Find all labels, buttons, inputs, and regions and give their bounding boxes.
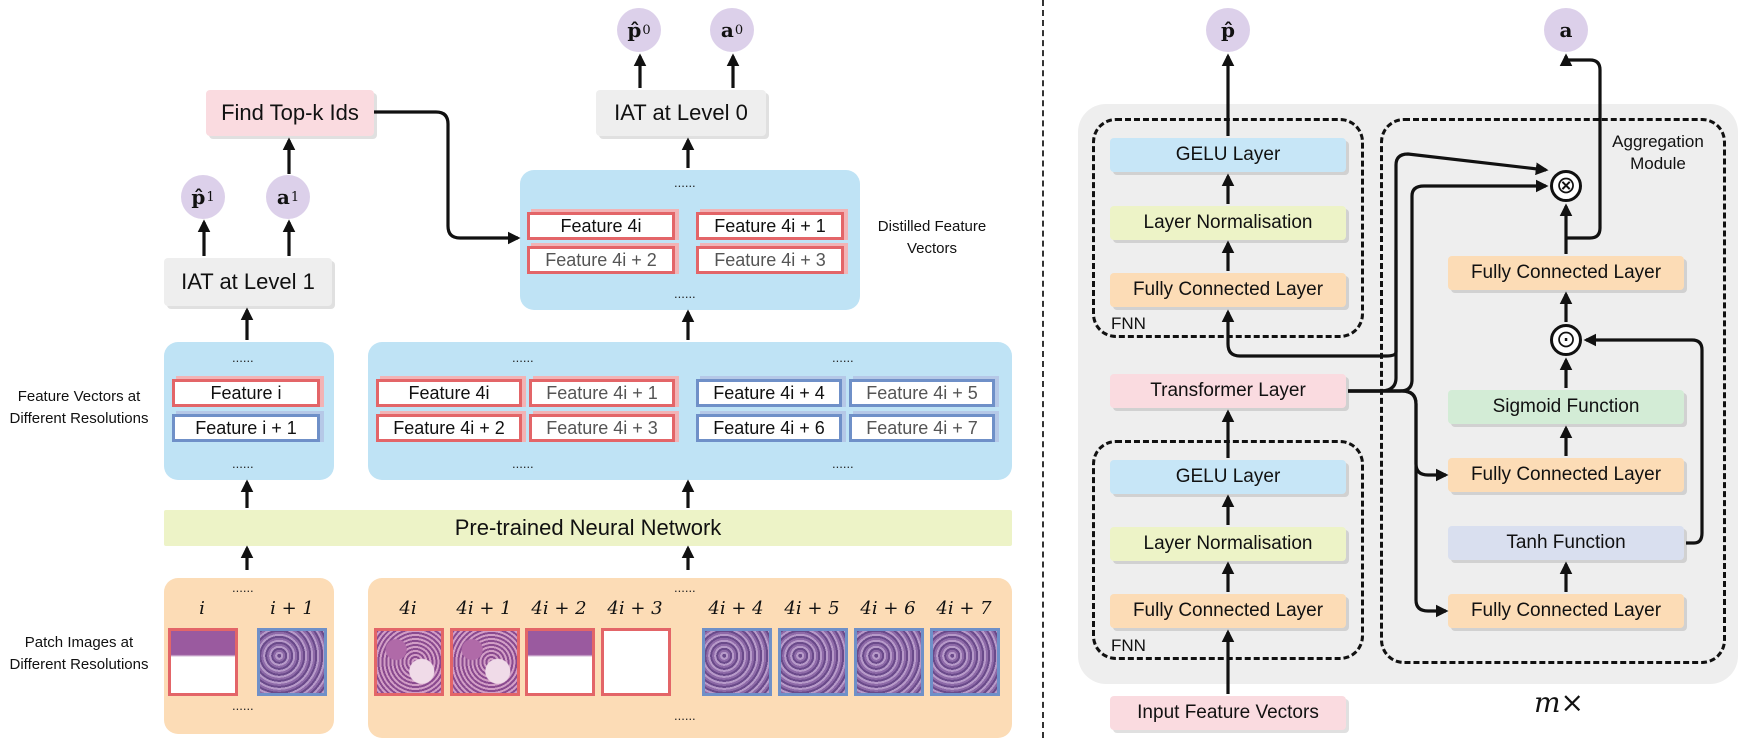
patch-image: [450, 628, 520, 696]
section-divider: [1042, 0, 1044, 738]
dots: ......: [232, 698, 254, 713]
patch-image: [778, 628, 848, 696]
odot-operator: ⊙: [1550, 324, 1582, 356]
repeat-label: m×: [1534, 686, 1585, 719]
arrow: [1221, 250, 1398, 358]
p-hat-output: p̂: [1206, 8, 1250, 52]
level1-features-region: [164, 342, 334, 480]
level0-feature: Feature 4i + 4: [696, 379, 842, 407]
layer-norm-bottom: Layer Normalisation: [1110, 527, 1346, 561]
patch-image: [257, 628, 327, 696]
transformer-layer: Transformer Layer: [1110, 374, 1346, 408]
dots: ......: [674, 175, 696, 190]
aggregation-module-label: Aggregation Module: [1612, 132, 1704, 173]
otimes-operator: ⊗: [1550, 170, 1582, 202]
input-feature-vectors: Input Feature Vectors: [1110, 696, 1346, 730]
find-topk-box: Find Top-k Ids: [206, 90, 374, 136]
patch-label: 4i + 3: [607, 598, 663, 619]
fnn-tag-top: FNN: [1111, 314, 1146, 333]
dots: ......: [232, 580, 254, 595]
patch-label: 4i + 7: [936, 598, 992, 619]
level0-feature: Feature 4i + 6: [696, 414, 842, 442]
agg-fc-layer-top: Fully Connected Layer: [1448, 256, 1684, 290]
p1-output: p̂1: [181, 175, 225, 219]
gelu-layer-bottom: GELU Layer: [1110, 460, 1346, 494]
dots: ......: [232, 350, 254, 365]
agg-fc-layer-mid: Fully Connected Layer: [1448, 458, 1684, 492]
fc-layer-top: Fully Connected Layer: [1110, 273, 1346, 307]
a-output: a: [1544, 8, 1588, 52]
dots: ......: [674, 286, 696, 301]
arrow: [1583, 333, 1704, 545]
distilled-feature: Feature 4i + 2: [527, 246, 675, 274]
patch-label: 4i + 1: [456, 598, 512, 619]
iat-level0-box: IAT at Level 0: [596, 90, 766, 136]
dots: ......: [832, 350, 854, 365]
patch-image: [601, 628, 671, 696]
patch-label: 4i + 5: [784, 598, 840, 619]
pretrained-network-bar: Pre-trained Neural Network: [164, 510, 1012, 546]
patch-label: i: [199, 598, 205, 619]
patch-label: i + 1: [270, 598, 314, 619]
patch-label: 4i + 6: [860, 598, 916, 619]
pretrained-network-label: Pre-trained Neural Network: [454, 515, 722, 540]
distilled-feature: Feature 4i + 3: [696, 246, 844, 274]
arrow: [1348, 389, 1449, 618]
patch-image: [854, 628, 924, 696]
level0-feature: Feature 4i + 7: [849, 414, 995, 442]
patch-image: [168, 628, 238, 696]
patch-label: 4i + 4: [708, 598, 764, 619]
arrow: [1348, 389, 1449, 482]
distilled-feature: Feature 4i + 1: [696, 212, 844, 240]
patch-image: [930, 628, 1000, 696]
patch-images-label: Patch Images at Different Resolutions: [9, 634, 149, 673]
level0-feature: Feature 4i: [376, 379, 522, 407]
sigmoid-function: Sigmoid Function: [1448, 390, 1684, 424]
arrow: [1559, 53, 1602, 240]
feature-vectors-label: Feature Vectors at Different Resolutions: [9, 388, 149, 427]
arrow: [1348, 179, 1549, 393]
dots: ......: [512, 456, 534, 471]
level1-feature: Feature i + 1: [172, 414, 320, 442]
patch-image: [702, 628, 772, 696]
dots: ......: [674, 580, 696, 595]
level1-feature: Feature i: [172, 379, 320, 407]
p0-output: p̂0: [617, 8, 661, 52]
level0-features-region: [368, 342, 1012, 480]
distilled-features-region: [520, 170, 860, 310]
patch-label: 4i + 2: [531, 598, 587, 619]
fnn-tag-bottom: FNN: [1111, 636, 1146, 655]
fc-layer-bottom: Fully Connected Layer: [1110, 594, 1346, 628]
patch-image: [525, 628, 595, 696]
gelu-layer-top: GELU Layer: [1110, 138, 1346, 172]
patch-image: [374, 628, 444, 696]
dots: ......: [674, 708, 696, 723]
patch-label: 4i: [399, 598, 417, 619]
arrow: [374, 110, 521, 245]
level0-feature: Feature 4i + 1: [529, 379, 675, 407]
layer-norm-top: Layer Normalisation: [1110, 206, 1346, 240]
distilled-feature: Feature 4i: [527, 212, 675, 240]
level0-feature: Feature 4i + 3: [529, 414, 675, 442]
level0-feature: Feature 4i + 2: [376, 414, 522, 442]
tanh-function: Tanh Function: [1448, 526, 1684, 560]
agg-fc-layer-bottom: Fully Connected Layer: [1448, 594, 1684, 628]
level0-feature: Feature 4i + 5: [849, 379, 995, 407]
dots: ......: [832, 456, 854, 471]
dots: ......: [512, 350, 534, 365]
dots: ......: [232, 456, 254, 471]
distilled-features-label: Distilled Feature Vectors: [877, 218, 987, 257]
iat-level1-box: IAT at Level 1: [164, 258, 332, 306]
